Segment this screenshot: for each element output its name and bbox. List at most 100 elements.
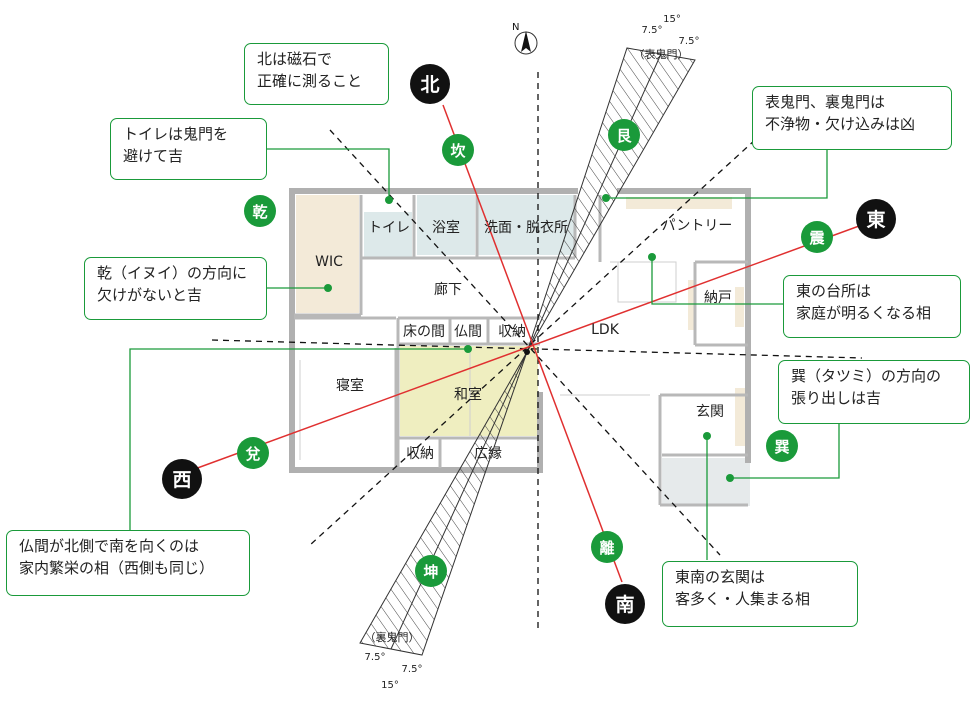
room-bedroom: 寝室 xyxy=(336,377,364,394)
room-toilet: トイレ xyxy=(368,220,410,236)
kimon-bottom-label: （裏鬼門） xyxy=(365,630,420,644)
badge-gon xyxy=(608,119,640,151)
dot-genkan xyxy=(703,432,711,440)
direction-lines xyxy=(191,104,871,583)
north-south-line xyxy=(442,104,623,583)
badge-shin-label: 震 xyxy=(809,229,825,247)
kimon-bottom-angles: （裏鬼門） 7.5° 7.5° 15° xyxy=(365,630,423,691)
badge-ri xyxy=(591,531,623,563)
badge-kon xyxy=(415,555,447,587)
dot-ken xyxy=(324,284,332,292)
genkan-shelf xyxy=(735,388,745,446)
badge-west-label: 西 xyxy=(172,469,191,491)
dot-son xyxy=(726,474,734,482)
badge-east xyxy=(856,199,896,239)
room-tokonoma: 床の間 xyxy=(403,324,445,340)
badge-east-label: 東 xyxy=(866,208,885,231)
leader-lines xyxy=(129,148,840,560)
room-genkan: 玄関 xyxy=(696,403,724,420)
room-ldk: LDK xyxy=(591,322,620,338)
compass-north-label: N xyxy=(512,22,519,33)
badge-gon-label: 艮 xyxy=(616,127,632,145)
badge-ri-label: 離 xyxy=(599,539,614,557)
badge-south-label: 南 xyxy=(615,594,634,616)
badge-north xyxy=(410,64,450,104)
kimon-top-label: （表鬼門） xyxy=(634,47,689,61)
wic-fill xyxy=(296,195,359,313)
bath-fill xyxy=(417,195,475,255)
kitchen-box xyxy=(617,261,677,303)
nando-shelf xyxy=(735,287,744,327)
toilet-fill xyxy=(364,212,412,257)
note-ken-text: 乾（イヌイ）の方向に 欠けがないと吉 xyxy=(97,264,248,304)
note-kitchen-text: 東の台所は 家庭が明るくなる相 xyxy=(796,282,932,322)
badge-son xyxy=(766,430,798,462)
leader-kitchen xyxy=(651,258,783,305)
room-storage-center: 収納 xyxy=(498,324,526,340)
badge-south xyxy=(605,584,645,624)
note-butsuma: 仏間が北側で南を向くのは 家内繁栄の相（西側も同じ） xyxy=(6,530,250,596)
kimon-top-right: 7.5° xyxy=(679,36,700,47)
note-son-text: 巽（タツミ）の方向の 張り出しは吉 xyxy=(791,367,942,407)
note-genkan: 東南の玄関は 客多く・人集まる相 xyxy=(662,561,858,627)
note-ken: 乾（イヌイ）の方向に 欠けがないと吉 xyxy=(84,257,267,320)
room-pantry: パントリー xyxy=(662,218,733,234)
note-kimon-text: 表鬼門、裏鬼門は 不浄物・欠け込みは凶 xyxy=(765,93,916,133)
axis-ew-dashed xyxy=(211,339,863,359)
floor-plan xyxy=(289,188,751,507)
dot-kitchen xyxy=(648,253,656,261)
note-kitchen: 東の台所は 家庭が明るくなる相 xyxy=(783,275,961,338)
center-point xyxy=(524,349,530,355)
compass-needle-icon xyxy=(521,31,531,52)
note-kimon: 表鬼門、裏鬼門は 不浄物・欠け込みは凶 xyxy=(752,86,952,150)
washroom-fill xyxy=(478,195,574,255)
note-toilet: トイレは鬼門を 避けて吉 xyxy=(110,118,267,180)
room-labels: トイレ 浴室 洗面・脱衣所 パントリー WIC 廊下 床の間 仏間 収納 LDK… xyxy=(315,218,732,462)
kimon-top-total: 15° xyxy=(663,14,681,25)
note-butsuma-text: 仏間が北側で南を向くのは 家内繁栄の相（西側も同じ） xyxy=(19,537,215,577)
note-toilet-text: トイレは鬼門を 避けて吉 xyxy=(123,125,229,165)
kimon-band xyxy=(359,47,696,656)
badge-da-label: 兌 xyxy=(245,445,260,463)
east-west-line xyxy=(191,221,871,471)
leader-butsuma xyxy=(129,348,468,530)
leader-toilet xyxy=(266,148,390,200)
badge-ken-label: 乾 xyxy=(252,203,267,221)
leader-son xyxy=(730,420,840,479)
exterior-wall-top-right xyxy=(617,188,751,463)
room-butsuma: 仏間 xyxy=(454,324,482,340)
badge-ken xyxy=(244,195,276,227)
badge-kon-label: 坤 xyxy=(423,563,438,581)
badge-da xyxy=(237,437,269,469)
kimon-bottom-left: 7.5° xyxy=(365,652,386,663)
badge-son-label: 巽 xyxy=(774,438,789,456)
dot-toilet xyxy=(385,196,393,204)
genkan-floor xyxy=(662,458,750,506)
badge-west xyxy=(162,459,202,499)
note-magnet-text: 北は磁石で 正確に測ること xyxy=(257,50,363,90)
compass: N xyxy=(512,22,538,55)
badge-shin xyxy=(801,221,833,253)
axis-nw-se xyxy=(329,129,721,556)
room-hallway: 廊下 xyxy=(434,281,462,298)
note-son: 巽（タツミ）の方向の 張り出しは吉 xyxy=(778,360,970,424)
room-storage-bottom: 収納 xyxy=(406,446,434,462)
note-genkan-text: 東南の玄関は 客多く・人集まる相 xyxy=(675,568,811,608)
kitchen-counter xyxy=(688,280,695,330)
badge-kan-label: 坎 xyxy=(450,142,465,160)
room-hiroen: 広縁 xyxy=(474,446,502,462)
exterior-wall-top-left xyxy=(289,188,401,473)
kimon-top-left: 7.5° xyxy=(642,25,663,36)
room-washroom: 洗面・脱衣所 xyxy=(484,220,568,236)
upper-shelf xyxy=(626,197,732,209)
dot-kimon xyxy=(602,194,610,202)
cardinal-badges: 北 東 西 南 xyxy=(162,64,896,624)
leader-kimon xyxy=(606,150,828,199)
kimon-center-top xyxy=(526,53,662,353)
trigram-badges: 坎 艮 震 巽 離 坤 兌 乾 xyxy=(237,119,833,587)
kimon-center-bottom xyxy=(390,351,528,650)
washitsu-fill xyxy=(400,346,538,436)
note-magnet: 北は磁石で 正確に測ること xyxy=(244,43,389,105)
